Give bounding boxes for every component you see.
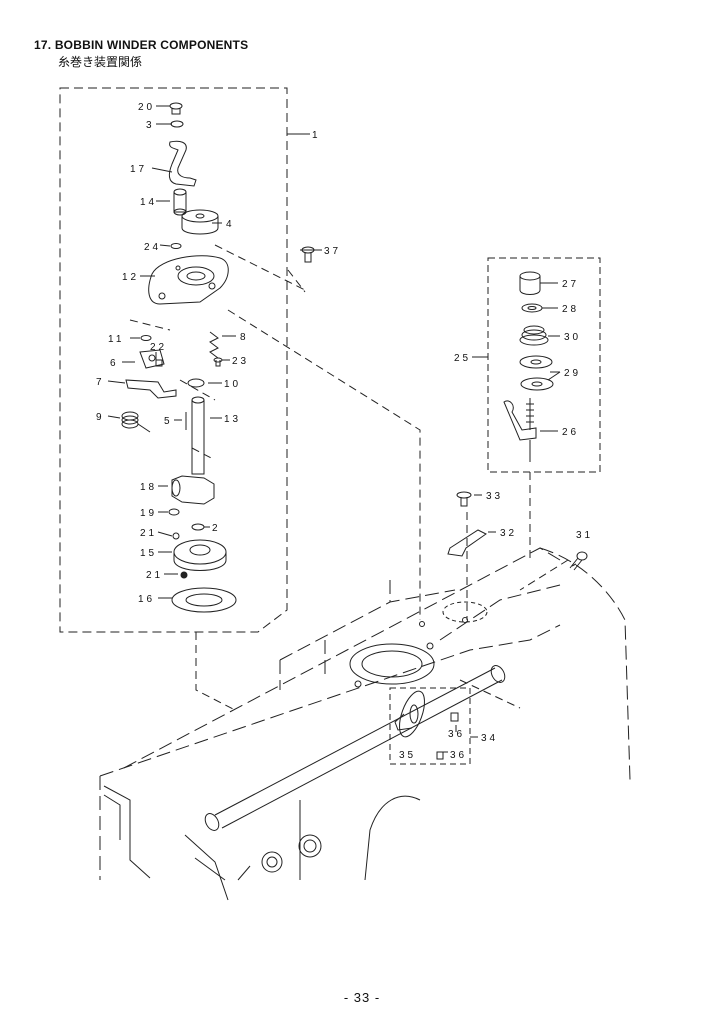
machine-arm-outline <box>99 547 631 880</box>
part-4-cap <box>181 209 219 235</box>
callout-7: 7 <box>96 377 105 388</box>
part-34-pulley <box>394 690 425 738</box>
part-15-pulley <box>173 539 227 571</box>
part-20-screw <box>169 102 183 115</box>
callout-19: 19 <box>140 508 157 519</box>
part-7-bracket <box>125 379 177 399</box>
callout-20: 20 <box>138 102 155 113</box>
part-6-block <box>139 349 165 369</box>
part-17-lever <box>168 140 197 187</box>
part-29-tension-discs <box>519 355 554 391</box>
callout-28: 28 <box>562 304 579 315</box>
assembly-25-dashed-frame <box>487 257 601 473</box>
part-18-bushing <box>171 475 215 505</box>
part-11-washer <box>140 335 152 341</box>
callout-14: 14 <box>140 197 157 208</box>
callout-24: 24 <box>144 242 161 253</box>
part-3-washer <box>170 120 184 128</box>
callout-16: 16 <box>138 594 155 605</box>
callout-36-upper: 36 <box>448 729 465 740</box>
callout-31: 31 <box>576 530 593 541</box>
callout-21-upper: 21 <box>140 528 157 539</box>
callout-11: 11 <box>108 334 124 345</box>
callout-18: 18 <box>140 482 157 493</box>
part-24-washer <box>170 243 182 249</box>
part-28-washer <box>521 303 543 313</box>
callout-17: 17 <box>130 164 147 175</box>
part-23-screw <box>213 357 223 367</box>
callout-27: 27 <box>562 279 579 290</box>
part-10-washer <box>187 378 205 388</box>
part-8-spring <box>209 331 219 359</box>
machine-body-solid <box>103 785 421 901</box>
callout-26: 26 <box>562 427 579 438</box>
part-19-ring <box>168 508 180 516</box>
callout-leaders <box>107 105 561 753</box>
callout-30: 30 <box>564 332 581 343</box>
callout-13: 13 <box>224 414 241 425</box>
part-16-rubber-ring <box>171 587 237 613</box>
callout-10: 10 <box>224 379 241 390</box>
part-14-stud <box>173 188 187 216</box>
callout-12: 12 <box>122 272 139 283</box>
part-36-set-screw-lower <box>436 751 444 760</box>
callout-4: 4 <box>226 219 235 230</box>
part-12-base-plate <box>148 255 229 305</box>
part-36-set-screw-upper <box>450 712 459 722</box>
callout-23: 23 <box>232 356 249 367</box>
part-21-screw-lower <box>180 571 188 579</box>
callout-36-lower: 36 <box>450 750 467 761</box>
part-31-screw <box>569 551 588 571</box>
callout-labels: 1 20 3 17 14 4 24 12 37 11 22 6 7 8 23 1… <box>96 102 593 761</box>
callout-3: 3 <box>146 120 155 131</box>
assembly-leader-lines <box>129 244 569 711</box>
callout-1: 1 <box>312 130 321 141</box>
part-33-screw <box>456 491 472 507</box>
part-13-shaft <box>185 396 205 475</box>
callout-33: 33 <box>486 491 503 502</box>
callout-6: 6 <box>110 358 119 369</box>
assembly-1-dashed-frame <box>59 87 288 633</box>
part-27-nut <box>519 271 541 295</box>
callout-37: 37 <box>324 246 341 257</box>
diagram-subtitle-japanese: 糸巻き装置関係 <box>58 55 143 69</box>
callout-2: 2 <box>212 523 221 534</box>
part-26-thread-guide-stud <box>503 398 537 462</box>
part-32-plate <box>447 529 487 557</box>
part-9-spring <box>121 411 151 433</box>
part-22-set-screw <box>155 359 163 367</box>
diagram-title: 17. BOBBIN WINDER COMPONENTS <box>34 38 249 52</box>
assembly-34-dashed-frame <box>389 687 471 765</box>
callout-29: 29 <box>564 368 581 379</box>
part-21-screw-upper <box>172 532 180 540</box>
part-37-screw <box>301 246 315 263</box>
callout-8: 8 <box>240 332 249 343</box>
part-30-spring <box>519 325 549 346</box>
page-number: - 33 - <box>343 990 381 1005</box>
arm-shaft <box>204 665 506 831</box>
callout-25: 25 <box>454 353 471 364</box>
callout-9: 9 <box>96 412 105 423</box>
callout-5: 5 <box>164 416 173 427</box>
winder-seat-on-bed <box>349 601 488 688</box>
callout-32: 32 <box>500 528 517 539</box>
part-2-washer <box>191 523 205 531</box>
callout-15: 15 <box>140 548 157 559</box>
callout-34: 34 <box>481 733 498 744</box>
callout-35: 35 <box>399 750 416 761</box>
callout-21-lower: 21 <box>146 570 163 581</box>
callout-22: 22 <box>150 342 167 353</box>
